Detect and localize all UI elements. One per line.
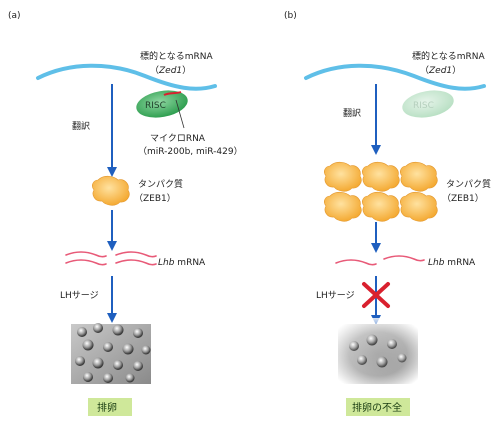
lh-surge-label-a: LHサージ — [60, 290, 99, 301]
oocyte-cells — [75, 323, 151, 383]
ovulation-micrograph — [71, 323, 151, 384]
failed-ovulation-label: 排卵の不全 — [352, 401, 402, 414]
target-mrna-label-b: 標的となるmRNA — [412, 50, 485, 62]
protein-name-a: （ZEB1） — [134, 193, 176, 204]
lh-surge-label-b: LHサージ — [316, 290, 355, 301]
protein-name-b: （ZEB1） — [442, 193, 484, 204]
target-mrna-strand-a — [36, 63, 217, 91]
lhb-mrna-b — [335, 255, 425, 266]
risc-label-b: RISC — [413, 101, 434, 111]
failed-ovulation-micrograph — [330, 318, 426, 390]
lhb-mrna-label-a: Lhb mRNA — [158, 258, 206, 268]
risc-complex-faded-b — [402, 90, 454, 118]
lhb-mrna-a — [65, 251, 157, 266]
translation-label-a: 翻訳 — [72, 120, 90, 132]
microrna-strand-a — [163, 91, 182, 96]
protein-cluster-b — [324, 161, 438, 222]
microrna-names-a: （miR-200b, miR-429） — [138, 146, 243, 157]
ovulation-label: 排卵 — [97, 401, 117, 414]
translation-label-b: 翻訳 — [343, 107, 361, 119]
panel-b: (b) 標的となるmRNA （Zed1） RISC 翻訳 タンパク質 （ZEB1… — [284, 11, 491, 416]
ovulation-badge — [88, 398, 132, 416]
lhb-mrna-label-b: Lhb mRNA — [428, 258, 476, 268]
gene-label-a: （Zed1） — [150, 65, 191, 76]
panel-a-label: (a) — [8, 11, 21, 21]
gene-label-b: （Zed1） — [420, 65, 461, 76]
panel-a: (a) 標的となるmRNA （Zed1） RISC マイクロRNA （miR-2… — [8, 11, 243, 416]
panel-b-label: (b) — [284, 11, 297, 21]
microrna-label-a: マイクロRNA — [150, 133, 206, 144]
target-mrna-strand-b — [304, 63, 486, 91]
risc-label-a: RISC — [145, 101, 166, 111]
protein-blob-a — [92, 175, 130, 206]
protein-label-a: タンパク質 — [138, 178, 183, 190]
block-x-icon — [362, 282, 390, 308]
microrna-pointer-a — [175, 99, 185, 129]
risc-complex-a — [136, 90, 188, 118]
failed-ovulation-badge — [346, 398, 410, 416]
protein-label-b: タンパク質 — [446, 178, 491, 190]
target-mrna-label-a: 標的となるmRNA — [140, 50, 213, 62]
